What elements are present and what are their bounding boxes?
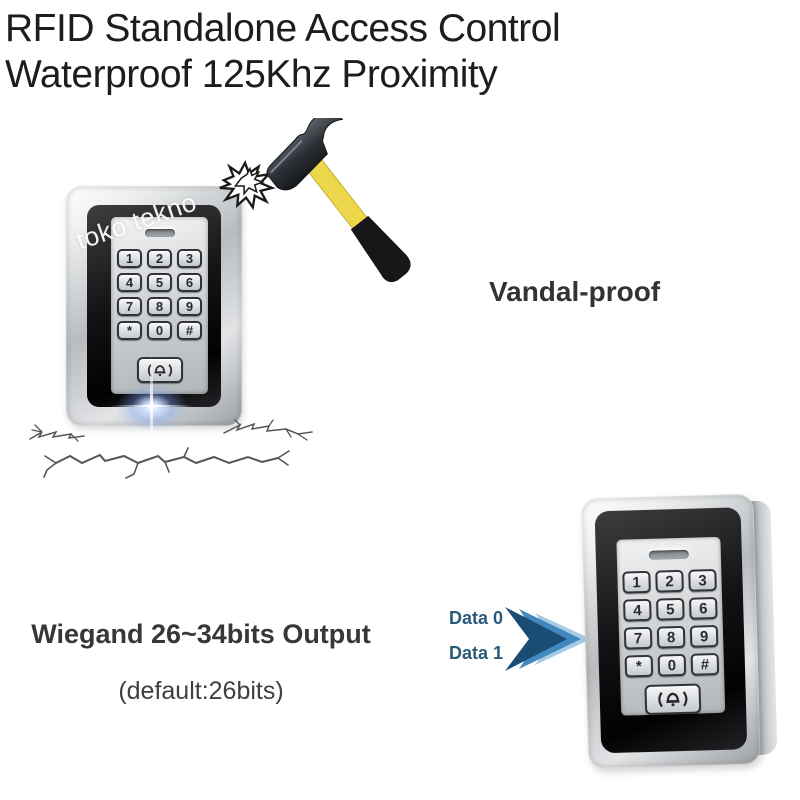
light-flare-beam [150,354,153,454]
keypad-device-front-photo: 1 2 3 4 5 6 7 8 9 * 0 # [66,186,242,454]
fast-forward-arrow-icon [505,607,591,671]
led-speaker-slot-icon [144,229,175,237]
keypad-key: 4 [117,273,142,292]
keypad-key: 7 [117,297,142,316]
keypad-key: 4 [623,598,652,622]
doorbell-icon [147,363,172,377]
keypad-key: 1 [117,249,142,268]
title-line-2: Waterproof 125Khz Proximity [5,53,498,96]
keypad-key: 0 [147,321,172,340]
keypad-key: 2 [655,569,684,593]
data0-label: Data 0 [449,608,504,628]
keypad-key-hash: # [177,321,202,340]
keypad-key: 6 [689,596,718,620]
wiegand-label-block: Wiegand 26~34bits Output (default:26bits… [22,619,380,706]
default-bits-label: (default:26bits) [118,677,284,705]
vandal-proof-label: Vandal-proof [489,276,661,307]
device-keypad-panel: 1 2 3 4 5 6 7 8 9 * 0 # [111,217,208,394]
page-title: RFID Standalone Access Control Waterproo… [5,6,561,98]
wall-cracks-illustration [29,419,313,479]
keypad-key: 9 [689,624,719,648]
keypad-grid: 1 2 3 4 5 6 7 8 9 * 0 # [622,568,720,678]
led-speaker-slot-icon [648,549,689,560]
doorbell-button [644,683,702,716]
keypad-key-star: * [117,321,142,340]
device-keypad-panel: 1 2 3 4 5 6 7 8 9 * 0 # [616,536,726,716]
keypad-key: 1 [622,570,651,594]
title-line-1: RFID Standalone Access Control [5,7,561,50]
keypad-key: 9 [177,297,202,316]
impact-burst-icon [219,160,276,211]
keypad-key: 6 [177,273,202,292]
hammer-head [266,118,344,191]
keypad-key: 0 [657,653,687,677]
keypad-key-star: * [624,654,654,678]
keypad-key: 3 [177,249,202,268]
doorbell-button [136,357,183,383]
hammer-icon [266,118,411,282]
keypad-key: 5 [147,273,172,292]
light-flare-beam [110,405,194,407]
hammer-grip [350,215,411,282]
data1-label: Data 1 [449,643,504,663]
keypad-key-hash: # [690,652,720,676]
keypad-device-angled-photo: 1 2 3 4 5 6 7 8 9 * 0 # [581,493,781,772]
doorbell-icon [658,691,688,708]
keypad-key: 2 [147,249,172,268]
keypad-key: 8 [147,297,172,316]
keypad-key: 8 [656,625,686,649]
keypad-key: 3 [688,568,717,592]
keypad-key: 5 [656,597,685,621]
keypad-key: 7 [623,626,653,650]
wiegand-output-label: Wiegand 26~34bits Output [31,619,371,649]
keypad-grid: 1 2 3 4 5 6 7 8 9 * 0 # [117,249,202,340]
